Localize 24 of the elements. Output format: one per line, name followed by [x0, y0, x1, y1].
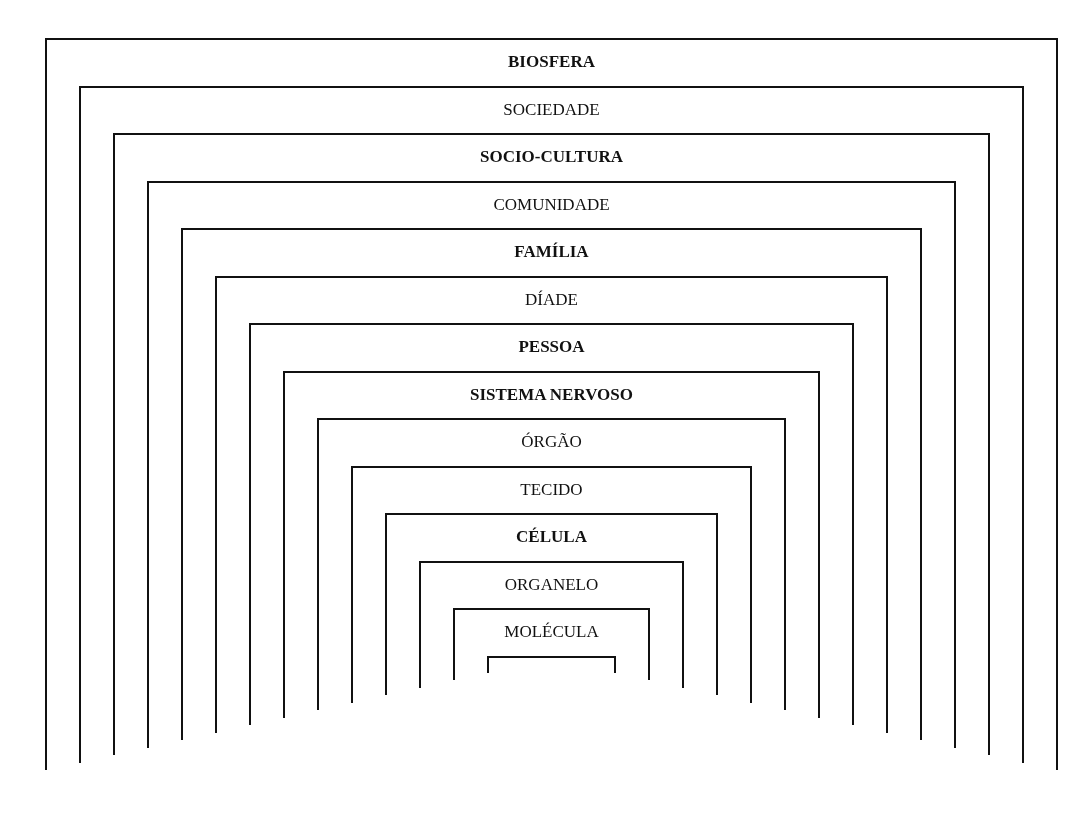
level-label: SOCIEDADE	[503, 99, 600, 120]
level-label: TECIDO	[520, 479, 583, 500]
level-label: SISTEMA NERVOSO	[470, 384, 633, 405]
arch-frame	[249, 323, 854, 725]
level-label: MOLÉCULA	[504, 622, 599, 642]
level-label: FAMÍLIA	[514, 242, 589, 262]
level-label: CÉLULA	[516, 527, 587, 547]
arch-frame	[215, 275, 888, 733]
arch-frame	[453, 608, 650, 680]
arch-frame	[283, 370, 820, 718]
arch-frame	[351, 465, 752, 703]
arch-frame	[317, 418, 786, 710]
arch-frame	[147, 180, 956, 748]
level-label: SOCIO-CULTURA	[480, 147, 623, 167]
arch-frame	[385, 513, 718, 695]
arch-frame	[181, 228, 922, 740]
level-label: COMUNIDADE	[493, 194, 610, 215]
level-label: PESSOA	[518, 337, 585, 357]
level-label: BIOSFERA	[508, 52, 595, 72]
level-label: ORGANELO	[504, 574, 599, 595]
arch-frame	[487, 655, 616, 673]
level-label: ÓRGÃO	[521, 432, 582, 452]
arch-frame	[419, 560, 684, 688]
level-label: DÍADE	[525, 289, 578, 310]
